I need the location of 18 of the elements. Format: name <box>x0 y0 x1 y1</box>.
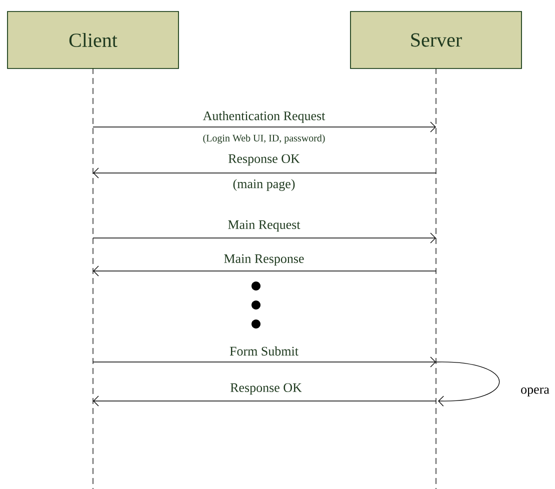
message-arrow <box>92 122 436 132</box>
message-label: Response OK <box>230 383 302 395</box>
message-arrow <box>93 396 436 406</box>
message-label: Response OK <box>228 154 300 166</box>
message-note: (Login Web UI, ID, password) <box>203 134 325 144</box>
message-label: Form Submit <box>230 346 298 356</box>
lifeline-box: Server <box>350 11 522 69</box>
message-arrow <box>93 266 436 276</box>
message-label: opera <box>521 388 550 396</box>
message-note: (main page) <box>233 179 295 191</box>
message-arrow <box>93 168 436 178</box>
message-label: Main Response <box>224 254 304 266</box>
message-arrow <box>92 356 436 368</box>
message-label: Main Request <box>228 220 300 232</box>
message-label: Authentication Request <box>202 111 326 123</box>
self-message-arrow <box>436 362 500 406</box>
lifeline-box: Client <box>7 11 179 69</box>
message-arrow <box>92 232 436 244</box>
